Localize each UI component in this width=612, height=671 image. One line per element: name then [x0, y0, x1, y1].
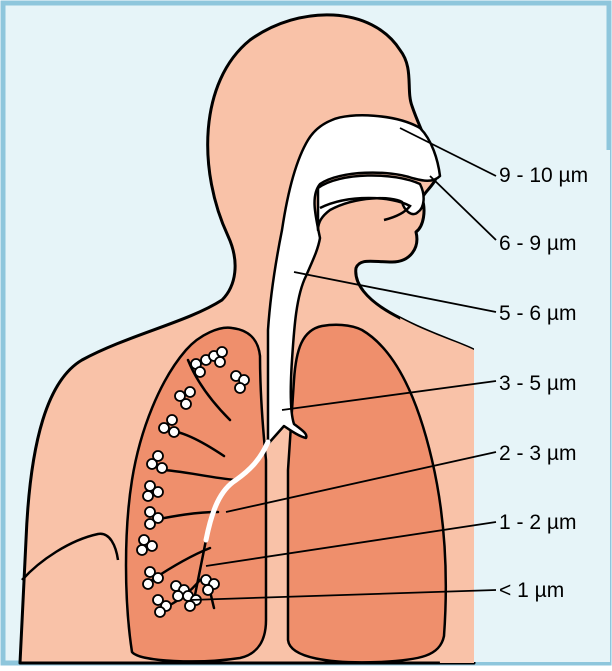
label-alveoli: < 1 µm [499, 580, 564, 601]
label-nasal: 9 - 10 µm [499, 165, 588, 186]
label-bronchioles: 1 - 2 µm [499, 512, 576, 533]
label-bronchi: 2 - 3 µm [499, 443, 576, 464]
label-larynx: 5 - 6 µm [499, 303, 576, 324]
label-trachea: 3 - 5 µm [499, 373, 576, 394]
label-pharynx: 6 - 9 µm [499, 233, 576, 254]
